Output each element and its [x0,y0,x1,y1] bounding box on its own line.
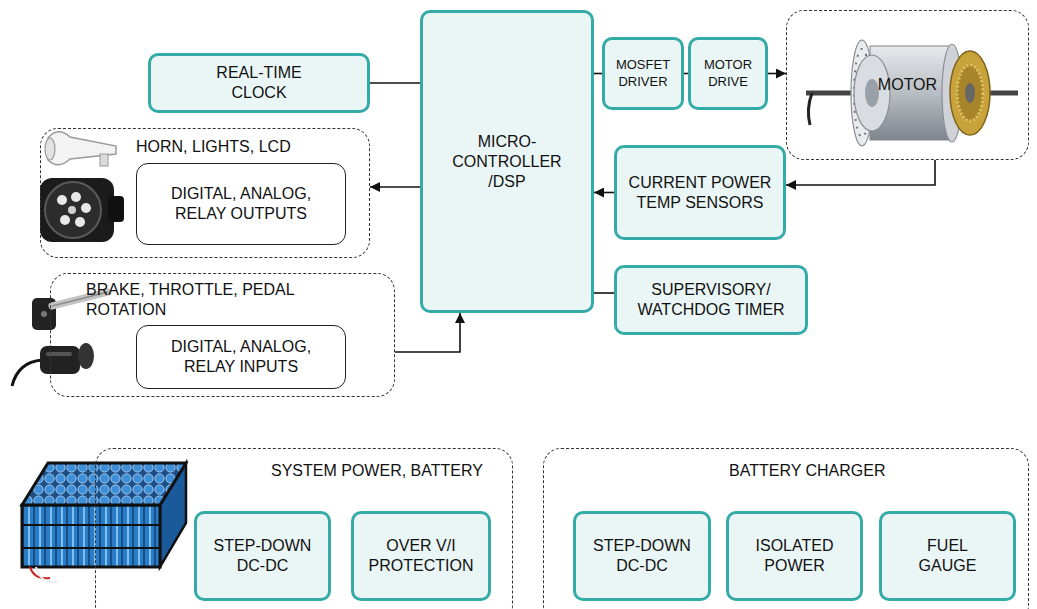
process-box: MOSFET DRIVER [602,37,684,110]
box-label: MOTOR [878,75,937,95]
box-label: STEP-DOWN DC-DC [587,536,697,576]
box-label: CURRENT POWER TEMP SENSORS [625,173,775,213]
group-frame: SYSTEM POWER, BATTERY STEP-DOWN DC-DC OVER… [95,448,513,609]
group-frame: BRAKE, THROTTLE, PEDAL ROTATION DIGITAL, … [50,273,395,397]
process-box: STEP-DOWN DC-DC [194,511,331,601]
group-heading: BATTERY CHARGER [729,461,929,481]
connector-line [395,313,460,352]
group-frame: MOTOR [786,10,1029,160]
box-label: OVER V/I PROTECTION [364,536,479,576]
io-box: DIGITAL, ANALOG, RELAY OUTPUTS [136,163,346,245]
box-label: REAL-TIME CLOCK [204,63,314,103]
group-heading: BRAKE, THROTTLE, PEDAL ROTATION [86,280,346,320]
group-heading: HORN, LIGHTS, LCD [136,137,356,157]
horn-picture [45,132,116,166]
process-box: STEP-DOWN DC-DC [573,511,711,601]
group-frame: HORN, LIGHTS, LCD DIGITAL, ANALOG, RELAY … [40,128,370,258]
process-box: MICRO- CONTROLLER /DSP [420,10,594,313]
process-box: FUEL GAUGE [879,511,1016,601]
connector-line [594,192,614,194]
box-label: MICRO- CONTROLLER /DSP [442,132,572,192]
connector-line [786,160,935,185]
process-box: OVER V/I PROTECTION [351,511,491,601]
box-label: MOTOR DRIVE [697,57,759,90]
process-box: ISOLATED POWER [726,511,863,601]
group-frame: BATTERY CHARGER STEP-DOWN DC-DC ISOLATED P… [543,448,1029,609]
connector-line [594,73,602,75]
box-label: DIGITAL, ANALOG, RELAY INPUTS [156,337,326,377]
hub-motor-picture [806,40,1018,146]
box-label: SUPERVISORY/ WATCHDOG TIMER [631,280,791,320]
headlight-picture [40,178,124,242]
box-label: FUEL GAUGE [908,536,988,576]
box-label: ISOLATED POWER [745,536,845,576]
box-label: DIGITAL, ANALOG, RELAY OUTPUTS [156,184,326,224]
process-box: MOTOR DRIVE [688,37,768,110]
battery-pack-picture [22,463,186,582]
box-label: STEP-DOWN DC-DC [208,536,318,576]
process-box: SUPERVISORY/ WATCHDOG TIMER [614,265,808,335]
throttle-picture [12,343,94,386]
connector-line [768,73,786,75]
connector-line [370,82,420,84]
connector-line [370,186,420,188]
connector-line [594,292,614,294]
group-heading: SYSTEM POWER, BATTERY [271,461,511,481]
process-box: CURRENT POWER TEMP SENSORS [614,145,786,240]
io-box: DIGITAL, ANALOG, RELAY INPUTS [136,325,346,389]
process-box: REAL-TIME CLOCK [148,53,370,113]
box-label: MOSFET DRIVER [611,57,675,90]
